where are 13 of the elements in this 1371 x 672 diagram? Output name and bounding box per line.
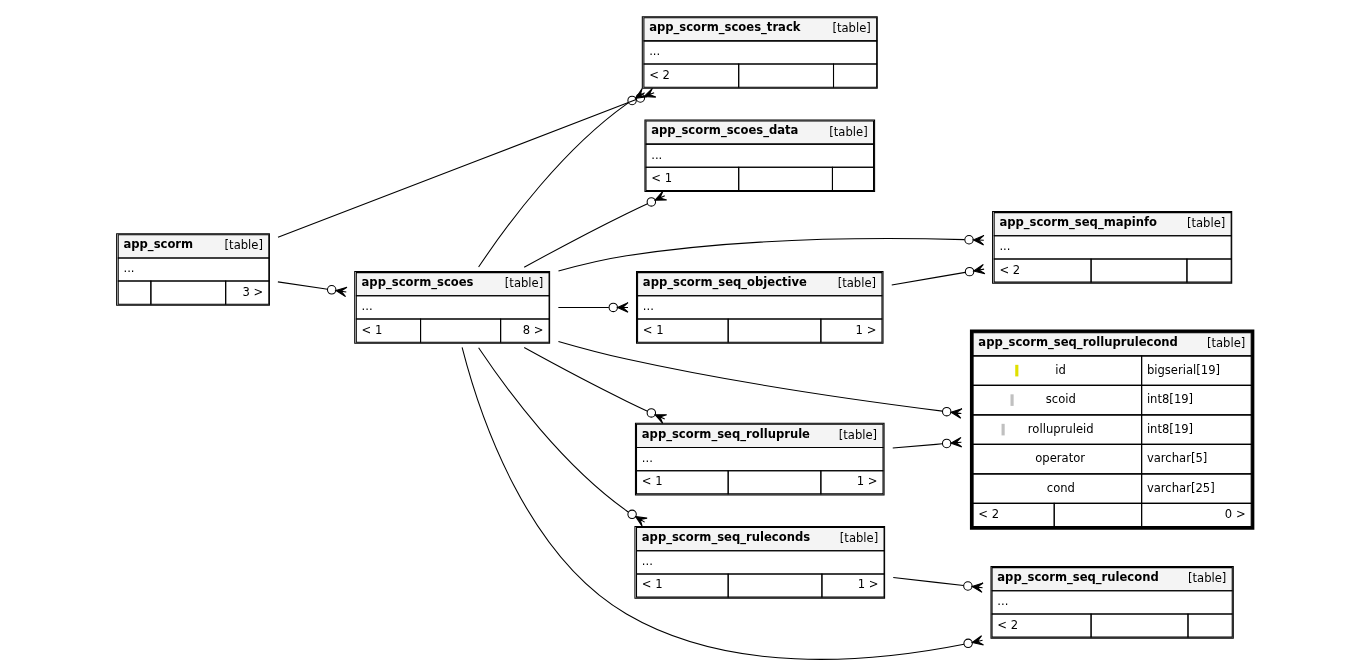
connector xyxy=(277,87,657,238)
connector xyxy=(892,436,963,449)
connector xyxy=(557,302,629,313)
connector xyxy=(891,263,986,286)
connector xyxy=(557,340,963,419)
connector xyxy=(892,576,984,593)
connector xyxy=(461,346,985,660)
connector xyxy=(557,234,985,272)
connector xyxy=(277,281,348,298)
connector xyxy=(523,190,668,268)
connector xyxy=(478,347,648,527)
connector xyxy=(523,347,668,424)
connector xyxy=(478,88,648,268)
